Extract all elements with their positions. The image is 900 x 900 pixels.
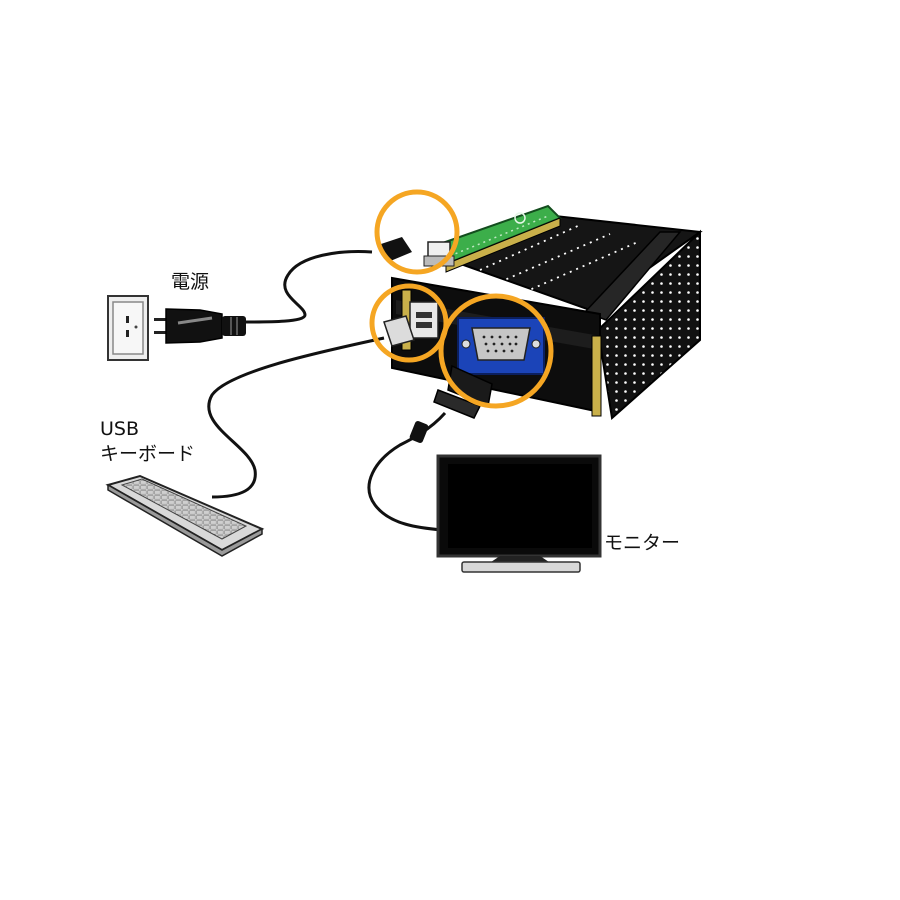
keyboard-label-line2: キーボード xyxy=(100,443,196,465)
power-label: 電源 xyxy=(171,271,210,293)
monitor-label: モニター xyxy=(604,532,681,554)
usb-connector-icon xyxy=(383,301,439,347)
power-plug-icon xyxy=(154,308,246,344)
usb-keyboard-cable xyxy=(207,336,385,499)
highlight-ring-power-port xyxy=(374,189,460,275)
power-cable xyxy=(244,250,373,324)
wall-outlet-icon xyxy=(107,295,149,361)
vga-connector-icon xyxy=(457,317,545,375)
keyboard-icon xyxy=(105,474,265,557)
keyboard-label-line1: USB xyxy=(100,418,140,440)
monitor-icon xyxy=(436,454,602,573)
vga-monitor-cable xyxy=(367,412,447,532)
highlight-ring-vga-port xyxy=(438,293,554,409)
